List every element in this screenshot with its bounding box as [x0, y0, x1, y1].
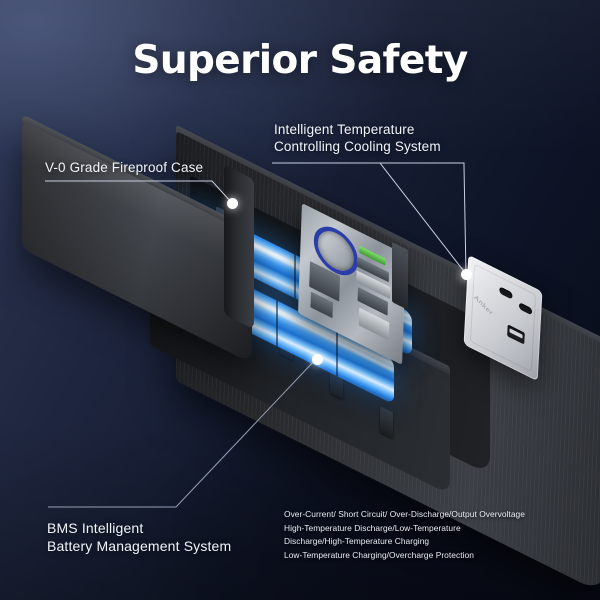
callout-fireproof-case-line-1: V-0 Grade Fireproof Case: [45, 160, 204, 175]
callout-cooling-system: Intelligent Temperature Controlling Cool…: [274, 122, 441, 155]
page-title: Superior Safety: [132, 38, 468, 83]
callout-bms: BMS Intelligent Battery Management Syste…: [47, 519, 231, 555]
protection-feature-list: Over-Current/ Short Circuit/ Over-Discha…: [284, 508, 525, 562]
fireproof-case-side-edge: [224, 164, 254, 330]
protection-item: High-Temperature Discharge/Low-Temperatu…: [284, 522, 461, 533]
protection-item: Over-Current/ Short Circuit/ Over-Discha…: [284, 509, 525, 519]
board-connector: [392, 242, 408, 310]
marker-dot-cooling-system: [461, 269, 472, 280]
callout-bms-line-2: Battery Management System: [47, 538, 232, 554]
marker-dot-bms: [312, 354, 323, 365]
callout-fireproof-case: V-0 Grade Fireproof Case: [45, 160, 203, 177]
protection-item: Discharge/High-Temperature Charging: [284, 536, 430, 547]
callout-cooling-system-line-1: Intelligent Temperature: [274, 122, 415, 137]
protection-item: Low-Temperature Charging/Overcharge Prot…: [284, 549, 474, 560]
callout-bms-line-1: BMS Intelligent: [47, 520, 144, 536]
marker-dot-fireproof-case: [227, 198, 238, 209]
callout-cooling-system-line-2: Controlling Cooling System: [274, 138, 441, 154]
